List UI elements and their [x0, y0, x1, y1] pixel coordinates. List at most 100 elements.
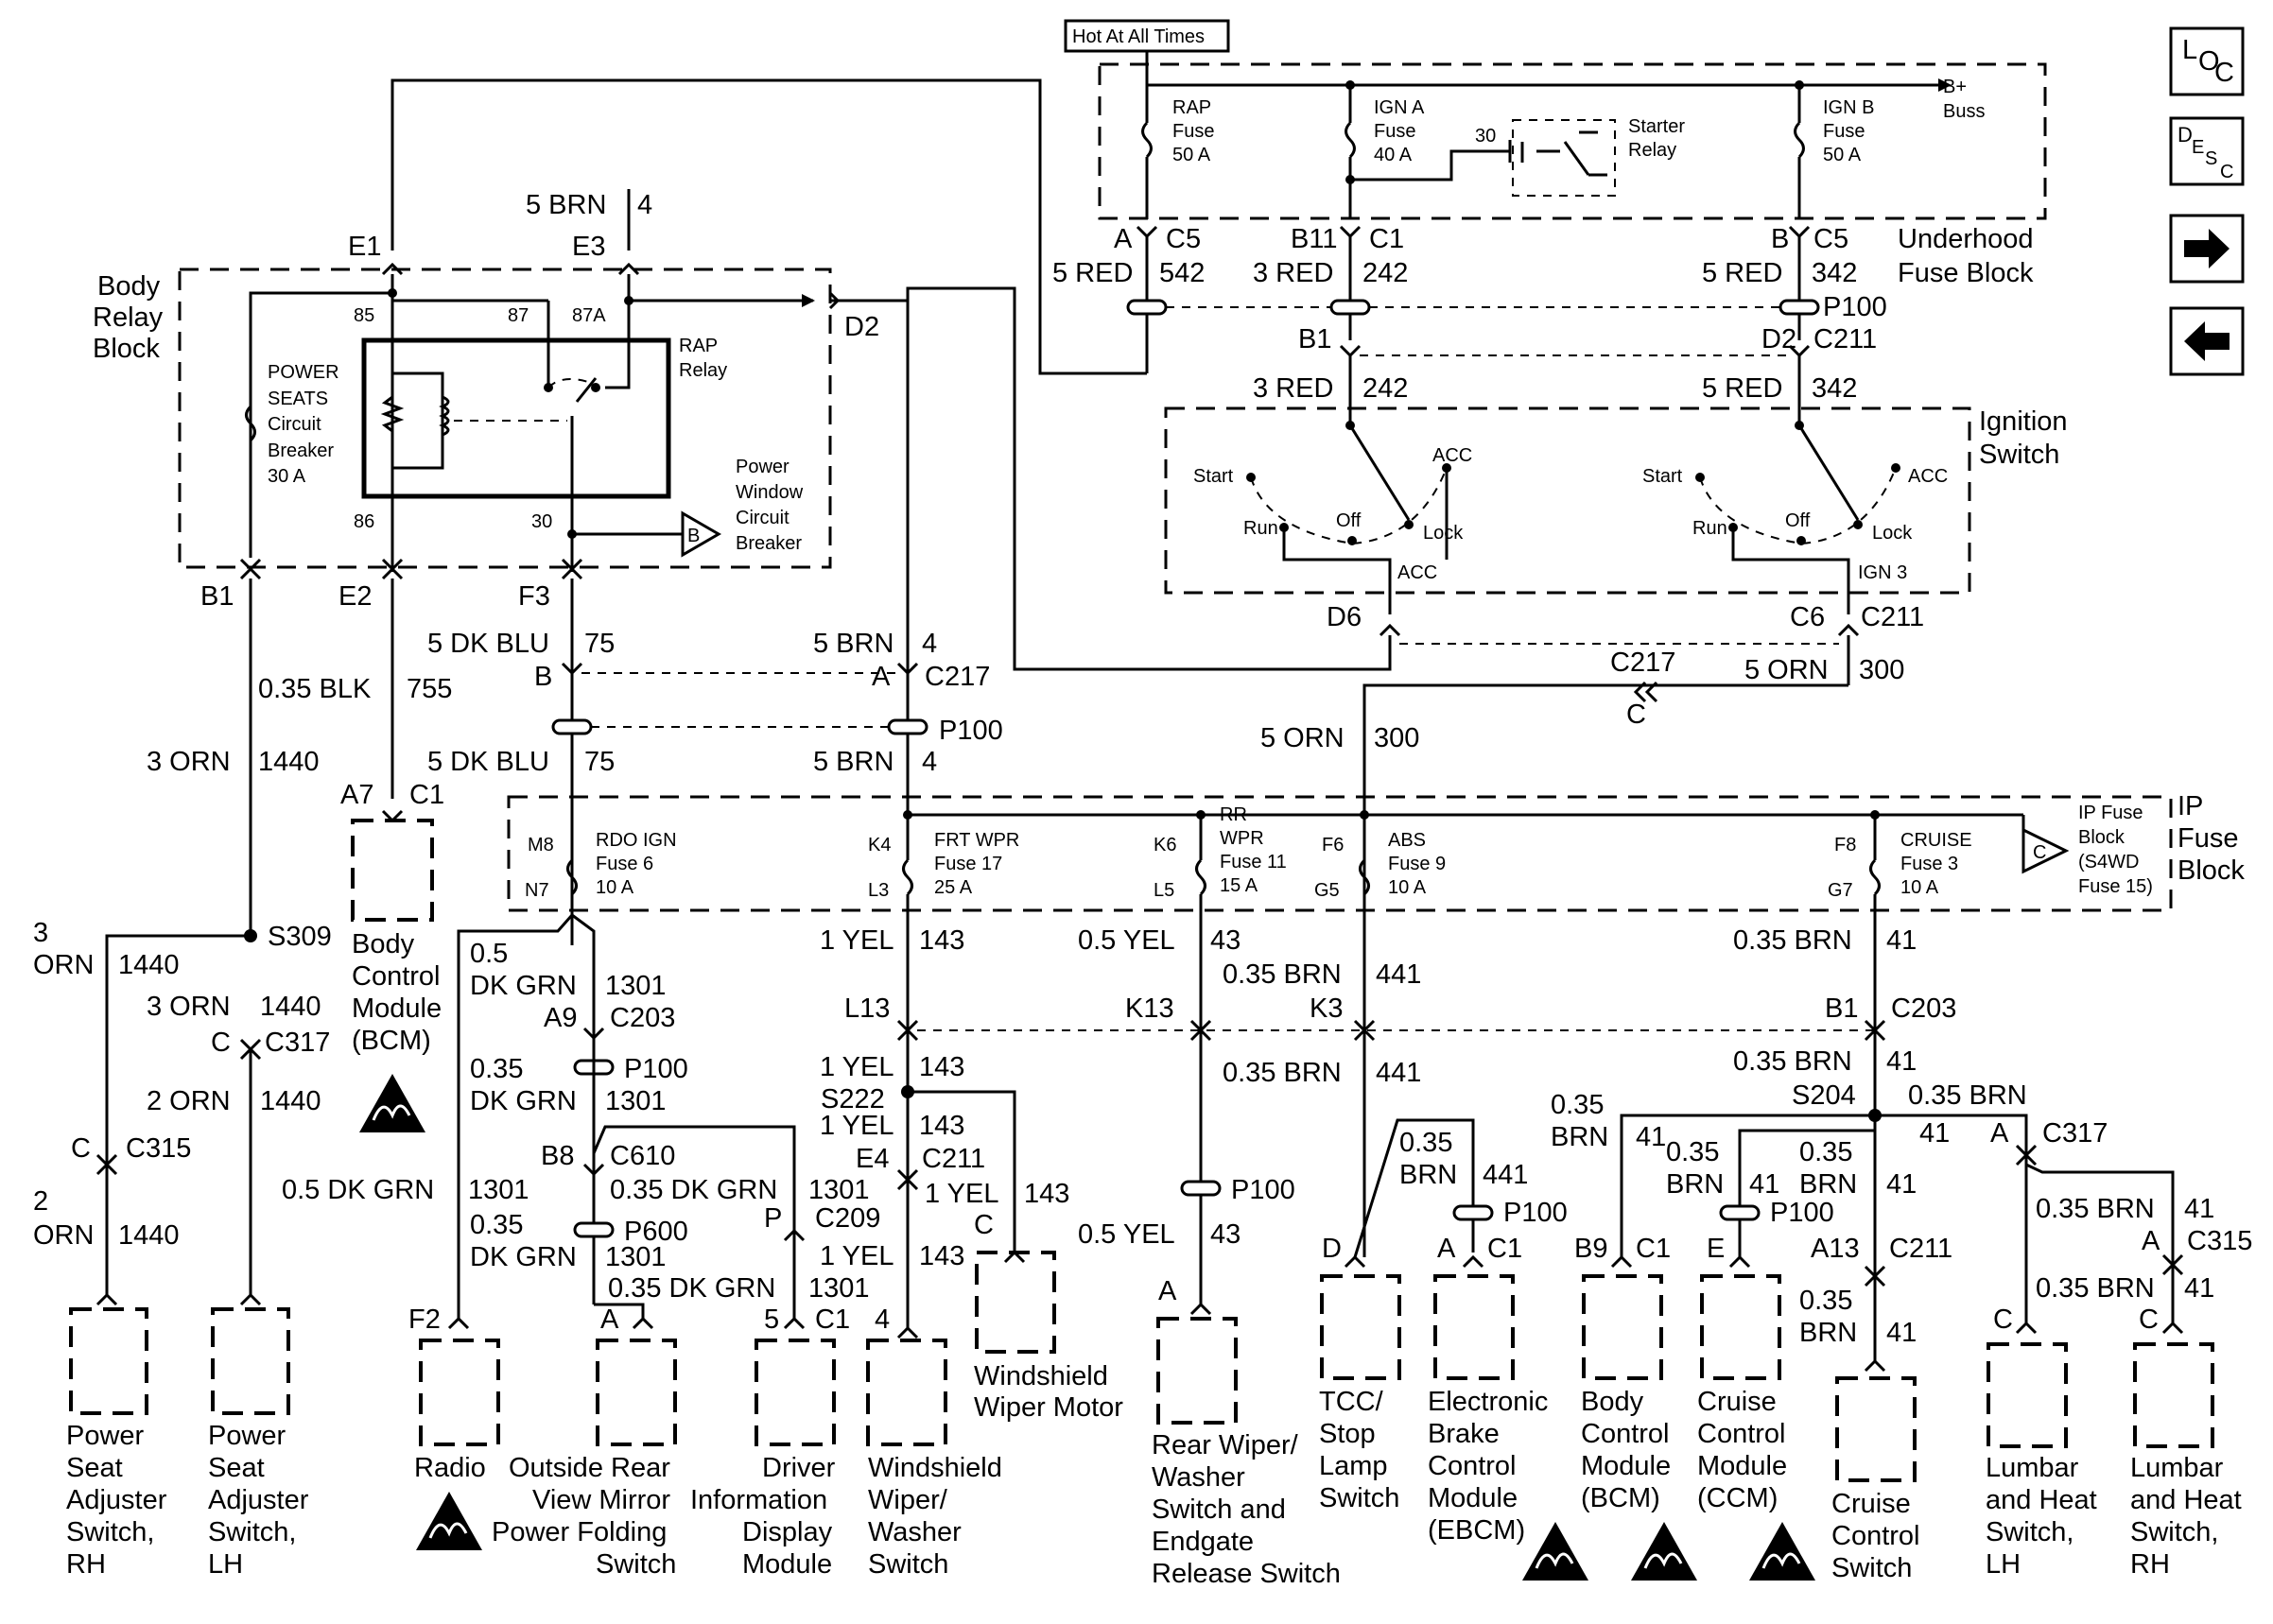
- label-lower-ccs-1: Control: [1831, 1521, 1920, 1551]
- svg-text:C: C: [2220, 162, 2233, 182]
- label-underhood-c1_wire: 3 RED: [1253, 258, 1333, 288]
- next-page-button[interactable]: [2169, 214, 2245, 284]
- label-lower-c_pin2: C: [1993, 1304, 2013, 1335]
- label-lower-psa_rh-3: Switch,: [66, 1517, 154, 1547]
- label-mid-orn_wire2: 5 ORN: [1260, 723, 1345, 753]
- label-mid-bcm-1: Control: [352, 961, 441, 992]
- label-underhood-ignb_fuse-2: 50 A: [1823, 145, 1862, 165]
- label-lower-brn10: 0.35: [1799, 1286, 1852, 1316]
- label-lower-c211b: C211: [1889, 1234, 1952, 1264]
- label-lower-g035: 0.35: [470, 1054, 523, 1084]
- label-lower-c43: 43: [1210, 925, 1241, 956]
- label-ip_fuse-cruise-1: Fuse 3: [1900, 854, 1958, 874]
- label-body_relay-breaker-1: SEATS: [268, 389, 328, 409]
- label-body_relay-e1: E1: [348, 232, 381, 262]
- label-body_relay-rap_relay-0: RAP: [679, 336, 718, 356]
- loc-button[interactable]: L O C: [2169, 26, 2245, 96]
- label-mid-p100: P100: [939, 716, 1003, 746]
- label-lower-c41: 41: [1886, 925, 1917, 956]
- label-ip_fuse-title-1: Fuse: [2178, 823, 2238, 854]
- label-lower-c441b: 441: [1376, 1058, 1421, 1088]
- arrow-right-icon: [2184, 229, 2230, 268]
- label-lower-c43b: 43: [1210, 1219, 1241, 1250]
- label-ip_fuse-rdo-1: Fuse 6: [596, 854, 653, 874]
- label-underhood-c5a_circ: 542: [1159, 258, 1205, 288]
- label-body_relay-p85: 85: [354, 305, 374, 326]
- label-underhood-c5a_wire: 5 RED: [1052, 258, 1133, 288]
- hot-at-all-times-label: Hot At All Times: [1064, 19, 1230, 53]
- label-ip_fuse-cruise-2: 10 A: [1900, 877, 1939, 898]
- radio: [419, 1339, 500, 1446]
- label-lower-ebcm-0: Electronic: [1428, 1387, 1548, 1417]
- svg-text:C: C: [2214, 58, 2234, 88]
- label-lower-g1301d: 1301: [468, 1175, 529, 1205]
- power-seat-adjuster-rh: [69, 1307, 148, 1415]
- svg-text:L: L: [2182, 35, 2197, 65]
- label-mid-f3_wire: 5 DK BLU: [427, 629, 549, 659]
- label-body_relay-title-2: Block: [93, 334, 160, 364]
- label-lower-ccm-2: Module: [1697, 1451, 1787, 1481]
- label-ip_fuse-note-0: IP Fuse: [2078, 803, 2143, 823]
- esd-warning-icon: [359, 1074, 425, 1132]
- desc-button[interactable]: D E S C: [2169, 116, 2245, 186]
- label-lower-tcc-3: Switch: [1319, 1483, 1399, 1513]
- label-lower-c143e: 143: [919, 1241, 964, 1271]
- label-mid-b1_wire: 3 ORN: [147, 747, 231, 777]
- svg-text:O: O: [2198, 46, 2220, 77]
- label-lower-brn8: 0.35: [1666, 1137, 1719, 1167]
- label-lower-yel1c: 1 YEL: [820, 1111, 894, 1141]
- label-lower-a13: A13: [1811, 1234, 1860, 1264]
- label-body_relay-p30: 30: [531, 511, 552, 532]
- label-lower-g05b: DK GRN: [470, 971, 577, 1001]
- label-lower-dim-0: Driver: [762, 1453, 836, 1483]
- label-underhood-rap_fuse-2: 50 A: [1172, 145, 1211, 165]
- label-lower-c610: C610: [610, 1141, 675, 1171]
- label-lower-mirror-2: Power Folding: [492, 1517, 667, 1547]
- label-ignition-start: Start: [1642, 466, 1683, 487]
- label-lower-lumbar_lh-0: Lumbar: [1986, 1453, 2079, 1483]
- label-body_relay-breaker-2: Circuit: [268, 414, 321, 435]
- label-ip_fuse-rdo_in: M8: [528, 835, 554, 855]
- label-lower-a_pin5: A: [2142, 1226, 2160, 1256]
- label-ignition-off: Off: [1336, 510, 1362, 531]
- label-lower-mirror-3: Switch: [596, 1549, 676, 1580]
- label-lower-g035e: 0.35: [470, 1210, 523, 1240]
- label-underhood-c5b_conn: C5: [1813, 224, 1848, 254]
- label-lower-rear-4: Release Switch: [1152, 1559, 1341, 1589]
- label-underhood-c5b_circ: 342: [1812, 258, 1857, 288]
- label-underhood-c1_conn: C1: [1369, 224, 1404, 254]
- svg-text:D: D: [2178, 123, 2193, 147]
- label-lower-p100: P100: [624, 1054, 688, 1084]
- label-lower-psa_rh-2: Adjuster: [66, 1485, 167, 1515]
- p100-splice-row: [1126, 299, 1820, 316]
- label-lower-wws-3: Switch: [868, 1549, 948, 1580]
- label-lower-psa_rh-4: RH: [66, 1549, 106, 1580]
- label-lower-rear-1: Washer: [1152, 1462, 1245, 1493]
- label-lower-c41d: 41: [1919, 1118, 1950, 1149]
- label-body_relay-title-1: Relay: [93, 302, 164, 333]
- label-lower-c209: C209: [815, 1203, 880, 1234]
- esd-warning-icon: [1631, 1522, 1697, 1581]
- label-lower-c317b: C317: [2042, 1118, 2108, 1149]
- label-body_relay-pw_breaker-1: Window: [736, 482, 804, 503]
- label-underhood-igna_fuse-0: IGN A: [1374, 97, 1425, 118]
- label-ip_fuse-abs-1: Fuse 9: [1388, 854, 1446, 874]
- label-body_relay-pw_breaker-2: Circuit: [736, 508, 789, 528]
- label-body_relay-title-0: Body: [97, 271, 161, 302]
- label-lower-g1301c: 1301: [808, 1175, 870, 1205]
- label-ip_fuse-note-2: (S4WD: [2078, 852, 2139, 872]
- label-lower-l13: L13: [844, 993, 890, 1024]
- label-lower-s309: S309: [268, 922, 332, 952]
- label-ip_fuse-note-1: Block: [2078, 827, 2126, 848]
- label-lower-d_pin: D: [1322, 1234, 1342, 1264]
- label-body_relay-b1: B1: [200, 581, 234, 612]
- label-lower-s222: S222: [821, 1084, 885, 1114]
- svg-text:E: E: [2192, 137, 2204, 158]
- label-lower-orn3_c: 1440: [118, 950, 180, 980]
- label-lower-brn9b: BRN: [1799, 1169, 1857, 1200]
- label-lower-c1: C1: [1487, 1234, 1522, 1264]
- label-ip_fuse-rr_in: K6: [1154, 835, 1176, 855]
- label-ignition-c211b: C211: [1861, 602, 1924, 632]
- prev-page-button[interactable]: [2169, 306, 2245, 376]
